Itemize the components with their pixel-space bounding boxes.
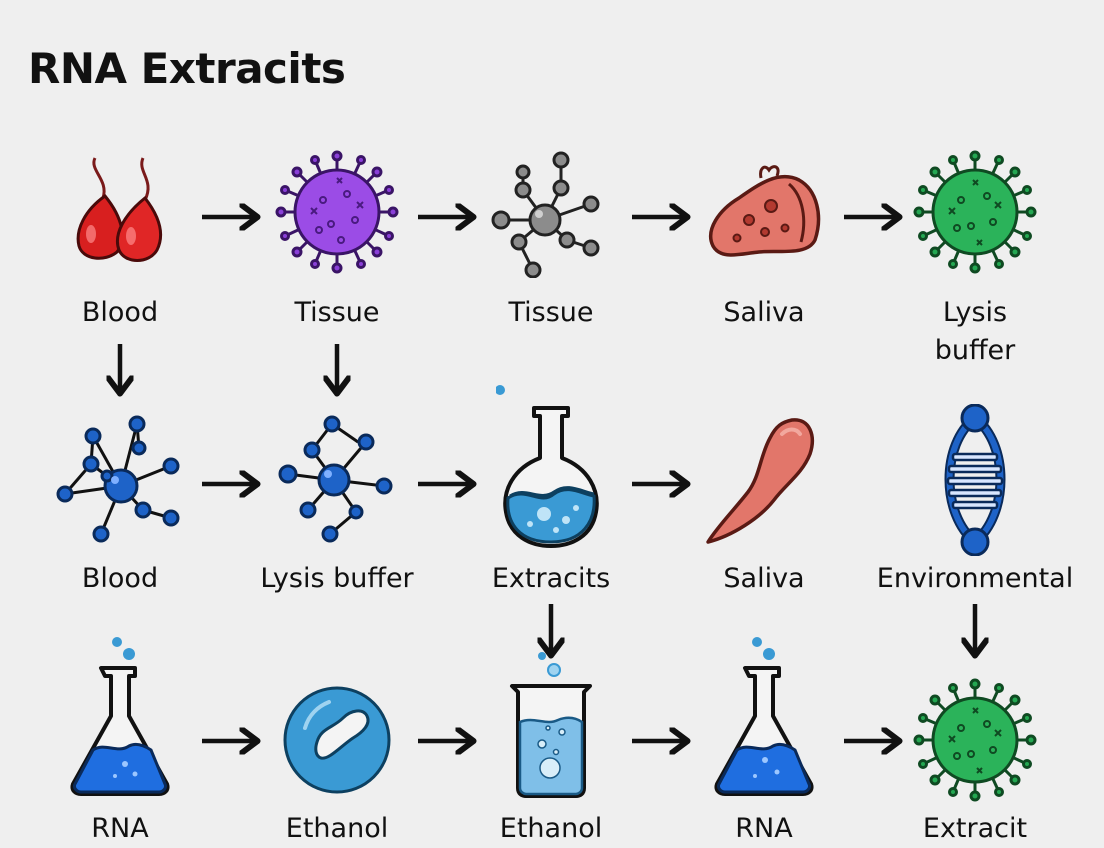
node-label: Lysis buffer [934,297,1016,366]
node-label: Lysis buffer [260,563,414,594]
node-label: Extracit [922,813,1028,844]
node-blood-1: Blood [20,150,220,328]
node-extracits: Extracits [451,382,651,594]
node-label: Blood [81,297,159,328]
blue-molecule-icon [278,415,393,543]
node-ethanol-1: Ethanol [237,684,437,844]
node-label: Extracits [491,563,611,594]
node-label: Saliva [723,297,805,328]
node-label: RNA [735,813,793,844]
node-ethanol-2: Ethanol [451,652,651,844]
node-lysis-buffer-1: Lysis buffer [875,150,1075,366]
gray-molecule-icon [491,151,600,278]
erlenmeyer-flask-icon [70,637,170,796]
tissue-organ-icon [706,418,814,544]
liver-organ-icon [709,165,821,257]
bubble [496,385,505,395]
node-label: Ethanol [285,813,389,844]
round-flask-icon [496,385,599,548]
node-tissue-2: Tissue [451,150,651,328]
node-blood-2: Blood [20,414,220,594]
node-environmental: Environmental [875,404,1075,594]
node-label: Ethanol [499,813,603,844]
blue-capsule-icon [283,686,391,794]
node-label: Tissue [294,297,380,328]
green-virus-icon [913,678,1037,802]
node-rna-2: RNA [664,636,864,844]
node-label: Saliva [723,563,805,594]
blue-molecule-network-icon [56,415,180,543]
node-tissue-1: Tissue [237,150,437,328]
node-label: Tissue [508,297,594,328]
node-label: Blood [81,563,159,594]
node-label: RNA [91,813,149,844]
node-extracit: Extracit [875,678,1075,844]
node-saliva-2: Saliva [664,414,864,594]
blood-drops-icon [76,157,162,262]
beaker-icon [510,652,592,798]
node-saliva-1: Saliva [664,150,864,328]
erlenmeyer-flask-icon [714,637,814,796]
green-virus-icon [913,150,1037,274]
node-rna-1: RNA [20,636,220,844]
diagram-title: RNA Extracits [28,44,346,93]
node-label: Environmental [876,563,1074,594]
node-lysis-buffer-2: Lysis buffer [237,414,437,594]
purple-virus-icon [275,150,399,274]
dna-helix-icon [944,404,1006,556]
